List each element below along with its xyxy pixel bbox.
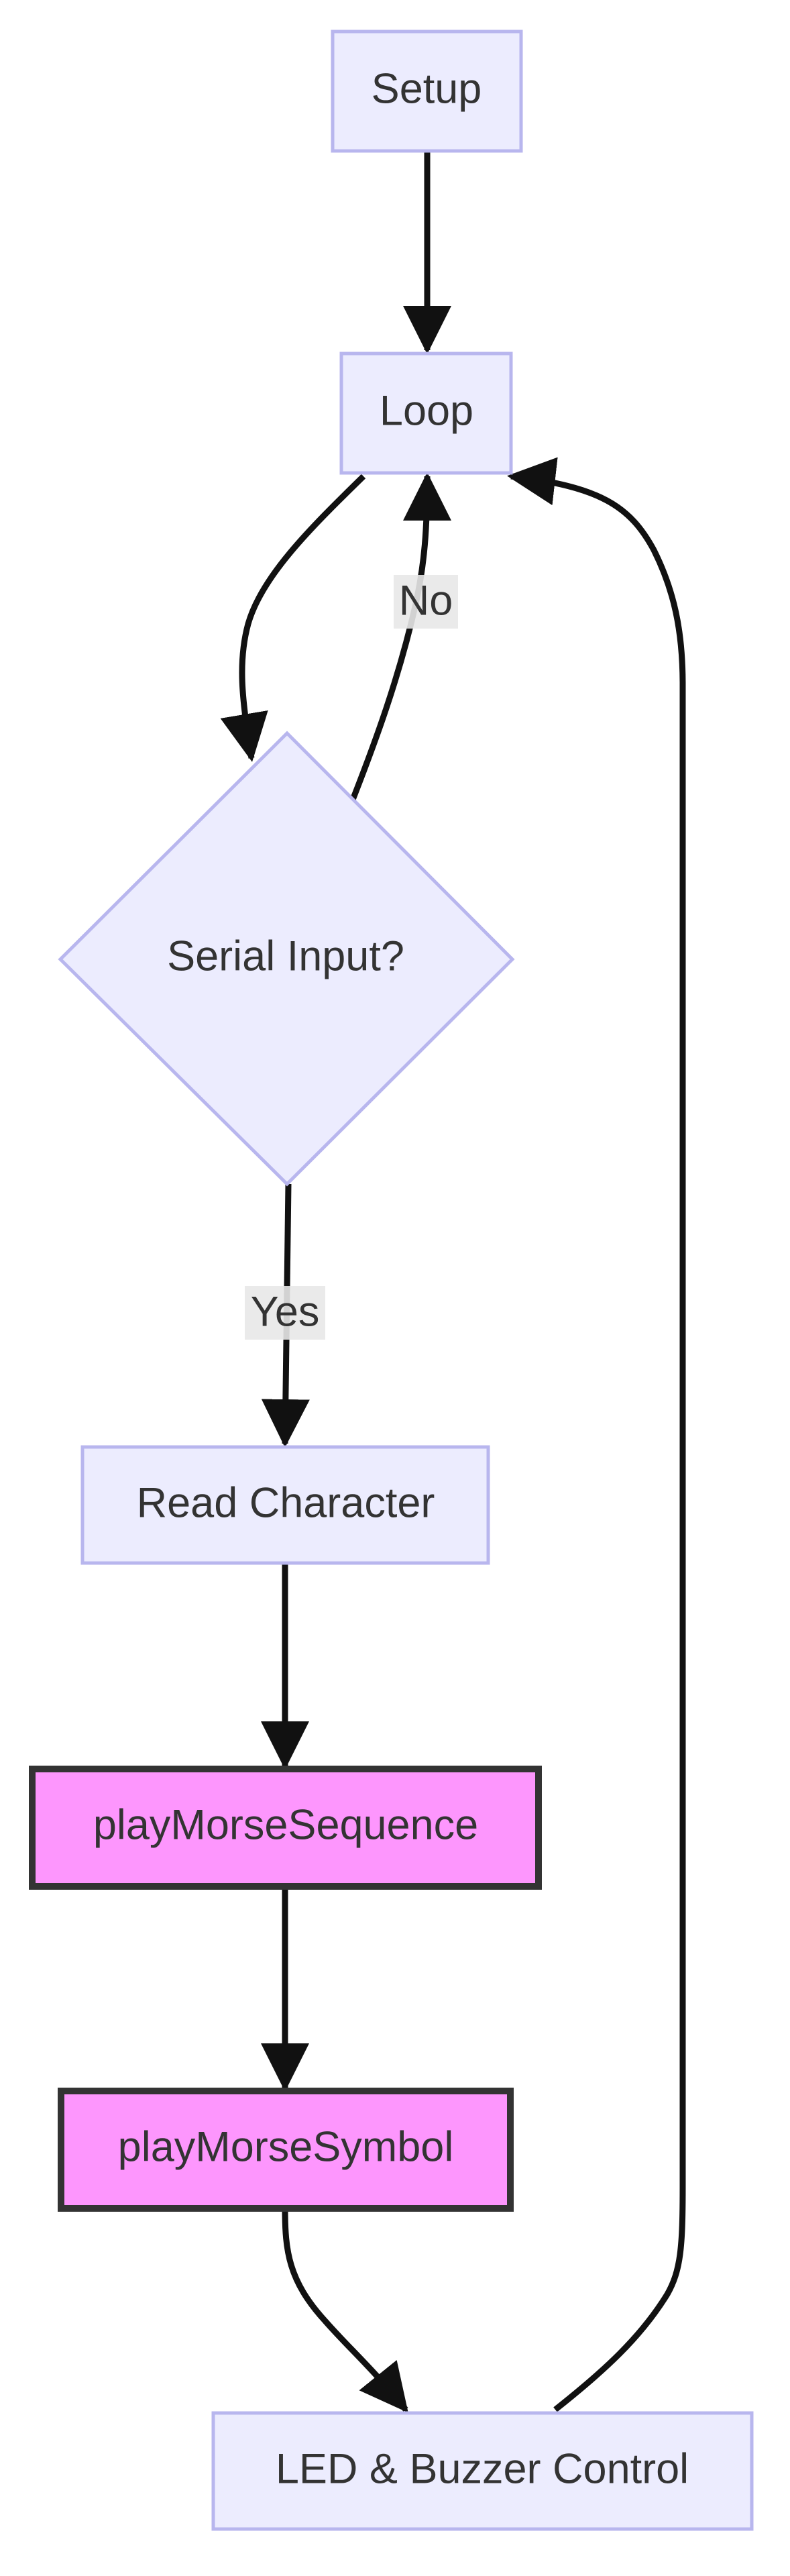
node-serial-input-label: Serial Input? — [167, 933, 404, 980]
edge-led-buzzer-to-loop — [507, 457, 686, 2412]
node-serial-input-diamond — [58, 731, 515, 1187]
node-led-buzzer-box — [211, 2411, 754, 2531]
node-play-morse-symbol-box — [58, 2088, 514, 2212]
node-read-character: Read Character — [80, 1445, 490, 1565]
node-loop: Loop — [339, 352, 513, 475]
node-read-character-box — [80, 1445, 490, 1565]
edge-label-no-text: No — [399, 578, 453, 625]
node-setup: Setup — [331, 30, 523, 153]
node-led-buzzer: LED & Buzzer Control — [211, 2411, 754, 2531]
node-play-morse-symbol: playMorseSymbol — [58, 2088, 514, 2212]
node-play-morse-symbol-label: playMorseSymbol — [118, 2124, 454, 2171]
edge-loop-to-serial-input — [220, 474, 366, 762]
node-serial-input: Serial Input? — [58, 731, 515, 1187]
edge-serial-input-to-loop-no — [349, 472, 451, 801]
edge-label-yes-text: Yes — [251, 1289, 320, 1336]
node-setup-box — [331, 30, 523, 153]
node-loop-box — [339, 352, 513, 475]
node-led-buzzer-label: LED & Buzzer Control — [276, 2446, 689, 2493]
edge-label-yes-bg — [245, 1286, 325, 1340]
edge-label-yes: Yes — [245, 1286, 325, 1340]
edge-label-no-bg — [394, 575, 458, 629]
node-play-morse-sequence-box — [29, 1766, 542, 1890]
node-play-morse-sequence: playMorseSequence — [29, 1766, 542, 1890]
edge-play-morse-symbol-to-led-buzzer — [282, 2208, 408, 2413]
node-read-character-label: Read Character — [137, 1480, 435, 1527]
node-play-morse-sequence-label: playMorseSequence — [93, 1802, 478, 1849]
edge-label-no: No — [394, 575, 458, 629]
edges — [220, 151, 686, 2413]
node-setup-label: Setup — [372, 66, 482, 113]
node-loop-label: Loop — [380, 388, 473, 435]
